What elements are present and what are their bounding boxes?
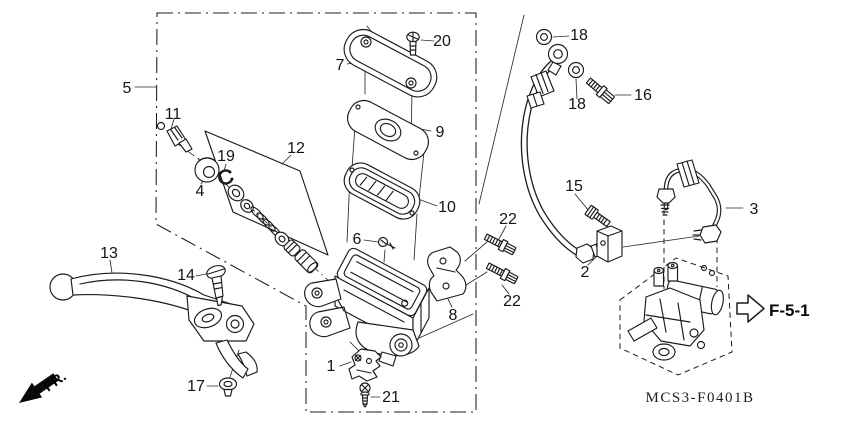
figure-code: MCS3-F0401B bbox=[645, 390, 754, 406]
reference-label: F-5-1 bbox=[769, 301, 810, 320]
master-cylinder-body bbox=[304, 247, 430, 367]
part-11-bleeder-valve bbox=[156, 121, 193, 153]
callout-7: 7 bbox=[336, 57, 345, 74]
part-8-handlebar-clamp bbox=[427, 246, 467, 302]
callout-13: 13 bbox=[100, 245, 118, 262]
callout-20: 20 bbox=[433, 33, 451, 50]
callout-19: 19 bbox=[217, 148, 235, 165]
callout-17: 17 bbox=[187, 378, 205, 395]
part-number-callouts: 5 11 19 4 12 7 20 9 10 6 22 22 8 13 14 1… bbox=[100, 27, 758, 406]
modulator-dashed-outline bbox=[619, 257, 733, 376]
part-15-joint-bolt bbox=[584, 205, 611, 228]
callout-18a: 18 bbox=[570, 27, 588, 44]
part-2-hose-joint bbox=[596, 225, 623, 263]
callout-6: 6 bbox=[353, 231, 362, 248]
callout-2: 2 bbox=[581, 264, 590, 281]
callout-4: 4 bbox=[196, 183, 205, 200]
callout-21: 21 bbox=[382, 389, 400, 406]
part-7-reservoir-cap bbox=[343, 28, 438, 98]
callout-18b: 18 bbox=[568, 96, 586, 113]
part-9-set-plate bbox=[346, 99, 430, 161]
callout-15: 15 bbox=[565, 178, 583, 195]
reference-pointer: F-5-1 bbox=[736, 294, 810, 323]
part-6-stopper-pin bbox=[377, 236, 396, 250]
part-18-sealing-washer-lower bbox=[567, 61, 585, 79]
callout-12: 12 bbox=[287, 140, 305, 157]
part-21-bracket-screw bbox=[359, 382, 371, 408]
assembly-frame-outline bbox=[155, 12, 477, 413]
part-13-brake-lever bbox=[49, 272, 258, 379]
callout-22b: 22 bbox=[503, 293, 521, 310]
callout-11: 11 bbox=[165, 106, 182, 123]
part-4-boot bbox=[194, 157, 220, 183]
piston-kit-outline bbox=[204, 130, 329, 256]
part-18-sealing-washer-upper bbox=[535, 28, 553, 46]
part-1-bracket bbox=[348, 348, 382, 382]
abs-modulator-reference bbox=[619, 257, 733, 376]
reference-arrow-icon bbox=[736, 294, 765, 323]
callout-1: 1 bbox=[327, 358, 336, 375]
callout-10: 10 bbox=[438, 199, 456, 216]
part-20-cap-screw bbox=[406, 31, 420, 56]
callout-3: 3 bbox=[750, 201, 759, 218]
part-17-pivot-nut bbox=[218, 377, 238, 397]
part-16-banjo-bolt bbox=[585, 77, 615, 104]
part-19-circlip bbox=[218, 169, 234, 185]
callout-14: 14 bbox=[177, 267, 195, 284]
callout-5: 5 bbox=[123, 80, 132, 97]
fr-arrow-icon bbox=[19, 373, 59, 403]
part-22-clamp-bolt-upper bbox=[483, 233, 517, 256]
callout-22a: 22 bbox=[499, 211, 517, 228]
part-10-diaphragm bbox=[343, 162, 421, 220]
callout-16: 16 bbox=[634, 87, 652, 104]
part-3-brake-pipe bbox=[656, 159, 722, 244]
callout-8: 8 bbox=[449, 307, 458, 324]
callout-9: 9 bbox=[436, 124, 445, 141]
part-12-piston-kit bbox=[227, 184, 319, 274]
part-22-clamp-bolt-lower bbox=[485, 262, 519, 285]
part-14-pivot-screw bbox=[206, 265, 226, 307]
